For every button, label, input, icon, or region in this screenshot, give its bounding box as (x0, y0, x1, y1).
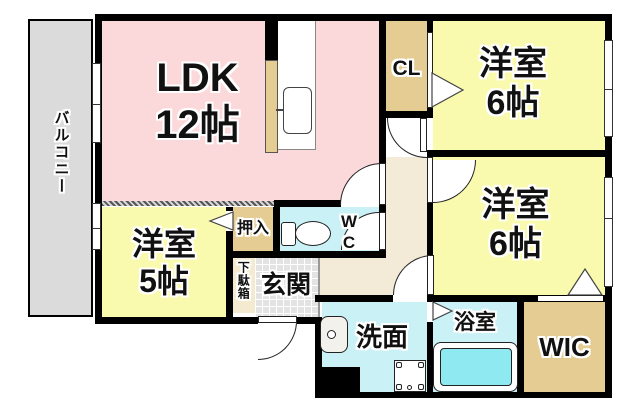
bedroom-mid-line2: 6帖 (489, 225, 542, 263)
washbasin-drain-icon (327, 330, 336, 339)
wall-senmen-bath (427, 322, 433, 398)
bedroom-small-label: 洋室 5帖 (102, 226, 226, 300)
window-mullion (605, 218, 612, 219)
wall-ldk-bottom-solid (274, 200, 341, 207)
wall-right-upper (605, 14, 612, 302)
door-leaf-senmen (427, 255, 434, 295)
wall-bottom-left (95, 317, 258, 324)
wall-cl-bottom (379, 111, 433, 118)
room-ldk (102, 21, 379, 201)
washer-corner (418, 384, 424, 390)
wall-right-lower (605, 302, 612, 398)
corridor-hall (320, 258, 386, 295)
genkan-step-line (318, 257, 320, 317)
wic-doorway (538, 295, 603, 302)
door-leaf-bedroom-top (420, 118, 427, 152)
balcony-label: バルコニー (52, 110, 70, 195)
wc-label-line2: C (342, 233, 356, 252)
window-bedroom-mid-right (604, 177, 613, 287)
door-leaf-entrance (258, 316, 297, 323)
room-getabako (233, 258, 255, 313)
getabako-label: 下駄箱 (236, 261, 251, 300)
bedroom-top-line1: 洋室 (479, 45, 547, 83)
wall-cl-right-stub1 (427, 21, 433, 32)
wall-wic-top-stub (603, 295, 612, 302)
toilet-bowl-icon (295, 221, 331, 246)
wall-left (95, 14, 102, 324)
washer-drain-icon (407, 385, 412, 390)
wall-kitchen-stub (265, 21, 278, 60)
wall-top (95, 14, 612, 21)
bedroom-small-line2: 5帖 (139, 263, 189, 299)
door-band-cl (427, 32, 433, 108)
door-leaf-wc (379, 212, 386, 250)
toilet-tank-icon (281, 222, 296, 246)
window-5jo-balcony (92, 203, 101, 250)
bedroom-top-line2: 6帖 (486, 84, 540, 122)
bedroom-mid-label: 洋室 6帖 (433, 186, 598, 264)
wall-corridor-bedroom (427, 203, 433, 255)
ldk-label-line2: 12帖 (155, 103, 240, 147)
wall-bottom-stub (297, 317, 322, 324)
washing-machine-icon (394, 360, 426, 392)
ldk-sliding-partition (102, 201, 274, 206)
room-balcony (28, 19, 93, 317)
genkan-label: 玄関 (260, 271, 311, 299)
ldk-label: LDK 12帖 (100, 55, 295, 149)
bathroom-label: 浴室 (454, 311, 496, 334)
cl-label: CL (392, 57, 421, 80)
wall-bedroom-divider (427, 150, 612, 157)
washer-corner (396, 384, 402, 390)
wall-bath-wic (517, 295, 524, 398)
wc-label-line1: W (340, 212, 358, 231)
door-leaf-bedroom-mid (427, 157, 433, 203)
room-oshiire (233, 207, 273, 252)
room-bedroom-small (102, 207, 226, 317)
door-arc-entrance (258, 321, 297, 360)
oshiire-doorway (226, 211, 233, 231)
washer-corner (396, 362, 402, 368)
window-bedroom-top-right (604, 40, 613, 137)
senmen-label: 洗面 (355, 322, 408, 352)
room-wic (524, 298, 605, 392)
window-mullion (93, 228, 100, 229)
washer-corner (418, 362, 424, 368)
bedroom-top-label: 洋室 6帖 (433, 45, 593, 123)
window-mullion (605, 89, 612, 90)
kitchen-counter-strip (265, 60, 278, 153)
room-cl (386, 21, 427, 111)
wall-senmen-black-block (315, 367, 360, 393)
kitchen-faucet-icon (276, 109, 284, 111)
wall-5jo-right (226, 207, 233, 317)
door-leaf-ldk (379, 163, 386, 205)
wall-senmen-top (315, 295, 393, 302)
window-mullion (93, 104, 100, 105)
window-ldk-balcony (92, 63, 101, 143)
wc-label: W C (336, 211, 362, 253)
oshiire-label: 押入 (236, 220, 269, 237)
wall-senmen-left (315, 317, 322, 398)
wall-wc-right-stub1 (379, 205, 386, 212)
wall-ldk-corridor (379, 21, 386, 163)
wall-below-oshiire-wc (226, 251, 386, 258)
wic-label: WIC (539, 332, 590, 362)
wall-oshiire-wc (273, 207, 280, 252)
bedroom-mid-line1: 洋室 (481, 186, 550, 224)
bedroom-small-line1: 洋室 (131, 226, 196, 262)
wall-bath-top (427, 295, 538, 302)
bathtub-inner-icon (440, 348, 512, 386)
ldk-label-line1: LDK (156, 56, 239, 100)
wall-bottom-right (315, 392, 612, 398)
room-genkan (255, 257, 318, 317)
